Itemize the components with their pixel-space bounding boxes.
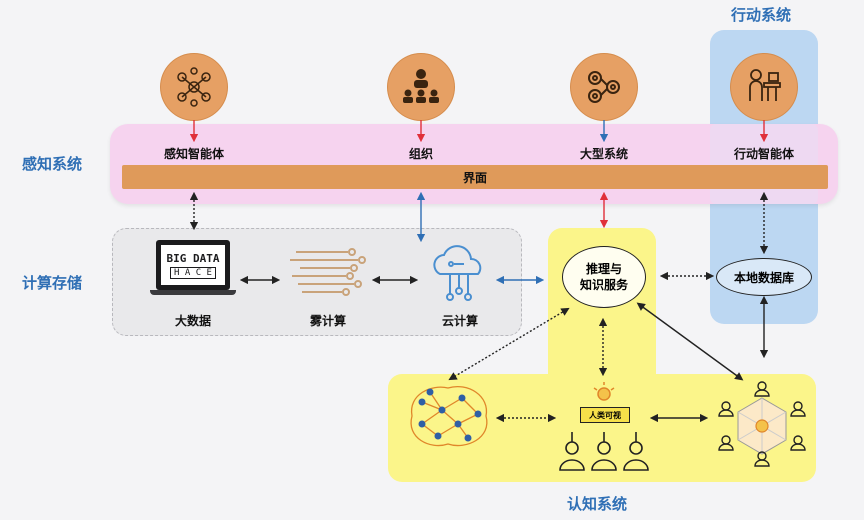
cognition-system-label: 认知系统 bbox=[567, 495, 628, 513]
big-data-laptop-icon: BIG DATA H A C E bbox=[150, 240, 236, 300]
perception-agent-label: 感知智能体 bbox=[163, 147, 224, 161]
cloud-computing-label: 云计算 bbox=[441, 314, 478, 328]
large-system-circle bbox=[571, 54, 637, 120]
interface-bar: 界面 bbox=[122, 165, 828, 189]
fog-computing-icon bbox=[290, 248, 366, 296]
lightbulb-icon bbox=[593, 382, 615, 401]
neural-network-icon bbox=[410, 386, 488, 447]
collaboration-hex-icon bbox=[718, 381, 806, 467]
action-system-label: 行动系统 bbox=[731, 6, 792, 24]
big-data-logo-line1: BIG DATA bbox=[166, 251, 220, 265]
compute-storage-label: 计算存储 bbox=[22, 274, 83, 292]
organization-circle bbox=[388, 54, 454, 120]
action-agent-label: 行动智能体 bbox=[733, 147, 794, 161]
human-machine-label: 人类可视 bbox=[589, 410, 621, 420]
perception-system-label: 感知系统 bbox=[22, 155, 83, 173]
organization-label: 组织 bbox=[408, 147, 433, 161]
cloud-computing-icon bbox=[433, 245, 482, 301]
reasoning-service-label: 推理与 知识服务 bbox=[579, 262, 628, 292]
local-database-node: 本地数据库 bbox=[716, 258, 812, 296]
network-people-icon bbox=[177, 67, 211, 107]
large-system-label: 大型系统 bbox=[579, 147, 628, 161]
worker-desk-icon bbox=[749, 69, 781, 101]
action-agent-circle bbox=[731, 54, 797, 120]
local-database-label: 本地数据库 bbox=[733, 270, 794, 285]
interface-label: 界面 bbox=[462, 170, 487, 185]
fog-computing-label: 雾计算 bbox=[309, 314, 346, 328]
perception-agent-circle bbox=[161, 54, 227, 120]
human-machine-group: 人类可视 bbox=[556, 382, 652, 474]
human-machine-badge: 人类可视 bbox=[580, 407, 630, 423]
gears-icon bbox=[588, 71, 620, 103]
people-group-icon bbox=[559, 432, 649, 471]
big-data-label: 大数据 bbox=[174, 314, 211, 328]
big-data-logo-line2: H A C E bbox=[170, 266, 216, 279]
organization-icon bbox=[403, 69, 439, 103]
reasoning-service-node: 推理与 知识服务 bbox=[562, 246, 646, 308]
